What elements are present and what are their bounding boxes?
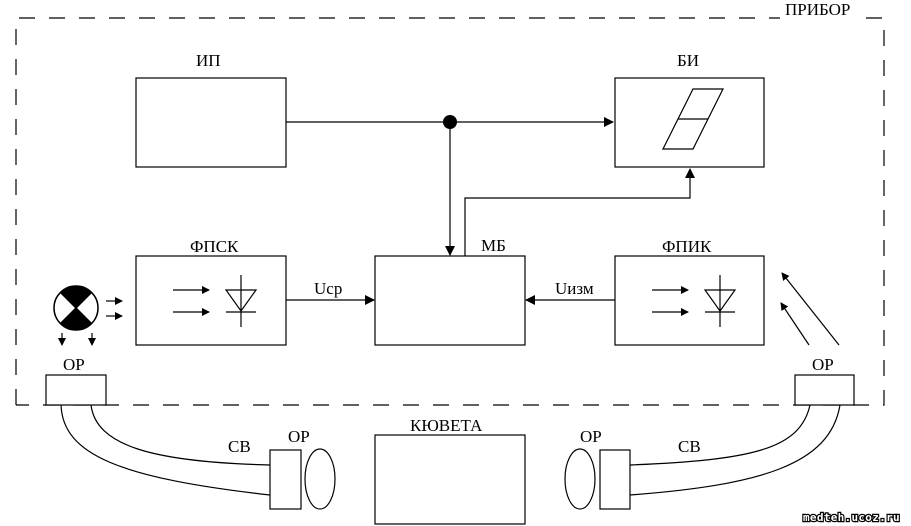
fiber-cable-left-label: СВ bbox=[228, 437, 251, 456]
lamp-light-arrows-icon bbox=[58, 297, 123, 346]
watermark: medteh.ucoz.ru bbox=[803, 511, 900, 524]
fiber-cable-left bbox=[60, 404, 271, 496]
reference-signal-label: Ucp bbox=[314, 279, 342, 298]
optical-element-left bbox=[45, 374, 107, 406]
optical-element-right bbox=[794, 374, 855, 406]
measuring-photodetector-block bbox=[614, 255, 765, 346]
fiber-connector-right bbox=[599, 449, 631, 510]
indicator-label: БИ bbox=[677, 51, 699, 70]
optical-element-right-label: ОР bbox=[812, 355, 834, 374]
cuvette-label: КЮВЕТА bbox=[410, 416, 483, 435]
fiber-cable-right-label: СВ bbox=[678, 437, 701, 456]
indicator-block bbox=[614, 77, 765, 168]
power-supply-label: ИП bbox=[196, 51, 221, 70]
lens-left-label: ОР bbox=[288, 427, 310, 446]
device-frame bbox=[15, 17, 885, 406]
measured-signal-label: Uизм bbox=[555, 279, 594, 298]
cuvette bbox=[374, 434, 526, 525]
reference-photodetector-label: ФПСК bbox=[190, 237, 239, 256]
photodiode-icon bbox=[224, 275, 258, 327]
photodiode-icon bbox=[703, 275, 737, 327]
incoming-light-arrows-icon bbox=[780, 272, 840, 346]
measurement-block-label: МБ bbox=[481, 236, 506, 255]
reference-photodetector-block bbox=[135, 255, 287, 346]
seven-segment-icon bbox=[662, 88, 724, 150]
light-arrows-icon bbox=[652, 286, 689, 316]
lamp-icon bbox=[53, 285, 99, 331]
light-arrows-icon bbox=[173, 286, 210, 316]
optical-element-left-label: ОР bbox=[63, 355, 85, 374]
lens-left bbox=[304, 448, 336, 510]
lens-right-label: ОР bbox=[580, 427, 602, 446]
mb-to-indicator-line bbox=[464, 168, 695, 256]
measurement-block bbox=[374, 255, 526, 346]
lens-right bbox=[564, 448, 596, 510]
device-frame-label: ПРИБОР bbox=[785, 0, 850, 19]
power-supply-block bbox=[135, 77, 287, 168]
fiber-connector-left bbox=[269, 449, 302, 510]
measuring-photodetector-label: ФПИК bbox=[662, 237, 712, 256]
fiber-cable-right bbox=[629, 404, 841, 496]
